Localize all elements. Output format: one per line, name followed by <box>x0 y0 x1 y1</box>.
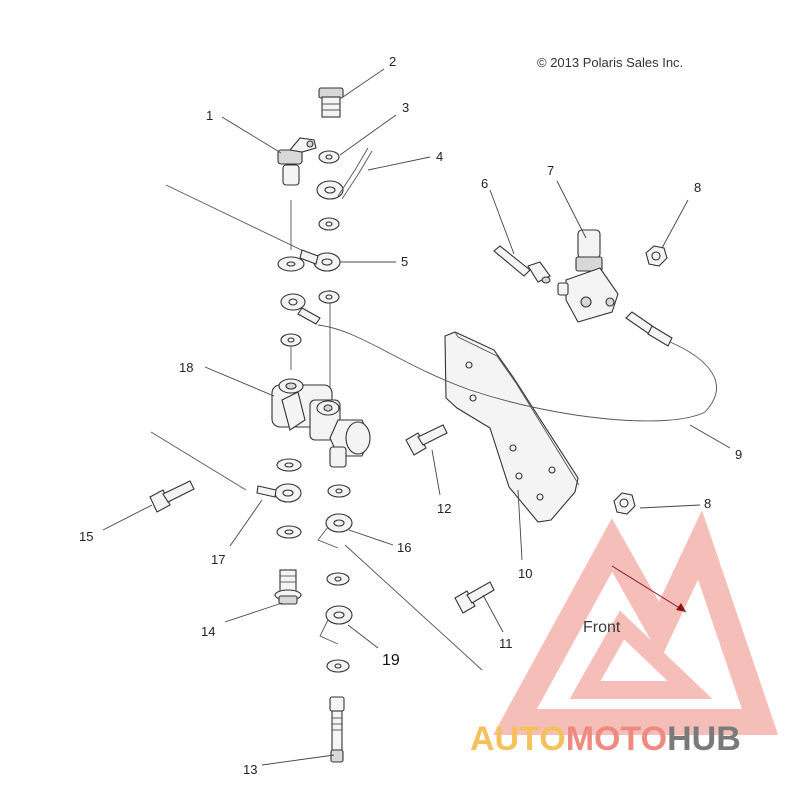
callout-8-top: 8 <box>694 180 701 195</box>
callout-16: 16 <box>397 540 411 555</box>
copyright-text: © 2013 Polaris Sales Inc. <box>537 55 683 70</box>
long-bolt-13 <box>329 696 345 763</box>
assembly-guides <box>150 184 483 671</box>
watermark-logo <box>493 510 779 735</box>
brand-auto: AUTO <box>470 720 566 758</box>
banjo-fitting-16 <box>317 513 353 549</box>
proportioning-valve <box>271 378 371 468</box>
bolt-15 <box>149 480 195 513</box>
callout-10: 10 <box>518 566 532 581</box>
valve-block-7 <box>557 229 619 323</box>
bolt-11 <box>454 581 495 614</box>
callout-13: 13 <box>243 762 257 777</box>
banjo-fitting-17 <box>256 483 302 503</box>
watermark-brand: AUTOMOTOHUB <box>470 720 741 758</box>
banjo-bolt-14 <box>274 569 302 605</box>
callout-15: 15 <box>79 529 93 544</box>
svg-text:AUTOMOTOHUB: AUTOMOTOHUB <box>470 720 741 758</box>
brand-moto: MOTO <box>566 720 667 758</box>
callout-11: 11 <box>499 636 513 651</box>
front-indicator: Front <box>583 565 687 636</box>
bolt-12 <box>405 424 448 456</box>
front-label: Front <box>583 619 621 636</box>
washers-right <box>318 150 351 673</box>
pressure-switch <box>277 137 317 186</box>
banjo-fitting-mid <box>280 293 321 325</box>
callout-8-bottom: 8 <box>704 496 711 511</box>
callout-7: 7 <box>547 163 554 178</box>
banjo-fitting-5 <box>299 249 341 272</box>
mounting-bracket <box>444 331 580 523</box>
callout-9: 9 <box>735 447 742 462</box>
callout-2: 2 <box>389 54 396 69</box>
callout-6: 6 <box>481 176 488 191</box>
brake-line-9 <box>317 311 717 422</box>
callout-18: 18 <box>179 360 193 375</box>
callout-4: 4 <box>436 149 443 164</box>
leader-lines <box>102 68 731 766</box>
callout-12: 12 <box>437 501 451 516</box>
banjo-bolt-top <box>318 87 344 118</box>
callout-3: 3 <box>402 100 409 115</box>
callout-5: 5 <box>401 254 408 269</box>
nut-8-bottom <box>613 492 636 515</box>
banjo-fitting-19 <box>319 605 353 645</box>
nut-8-top <box>645 245 668 267</box>
callout-14: 14 <box>201 624 215 639</box>
callout-17: 17 <box>211 552 225 567</box>
callout-19: 19 <box>382 652 400 669</box>
banjo-fitting-4 <box>316 147 373 200</box>
brand-hub: HUB <box>667 720 741 758</box>
washers-left <box>276 256 305 539</box>
fitting-6 <box>493 245 551 284</box>
callout-1: 1 <box>206 108 213 123</box>
callout-labels: 2 1 3 4 5 6 7 8 8 9 10 11 12 13 14 15 16… <box>79 54 742 777</box>
